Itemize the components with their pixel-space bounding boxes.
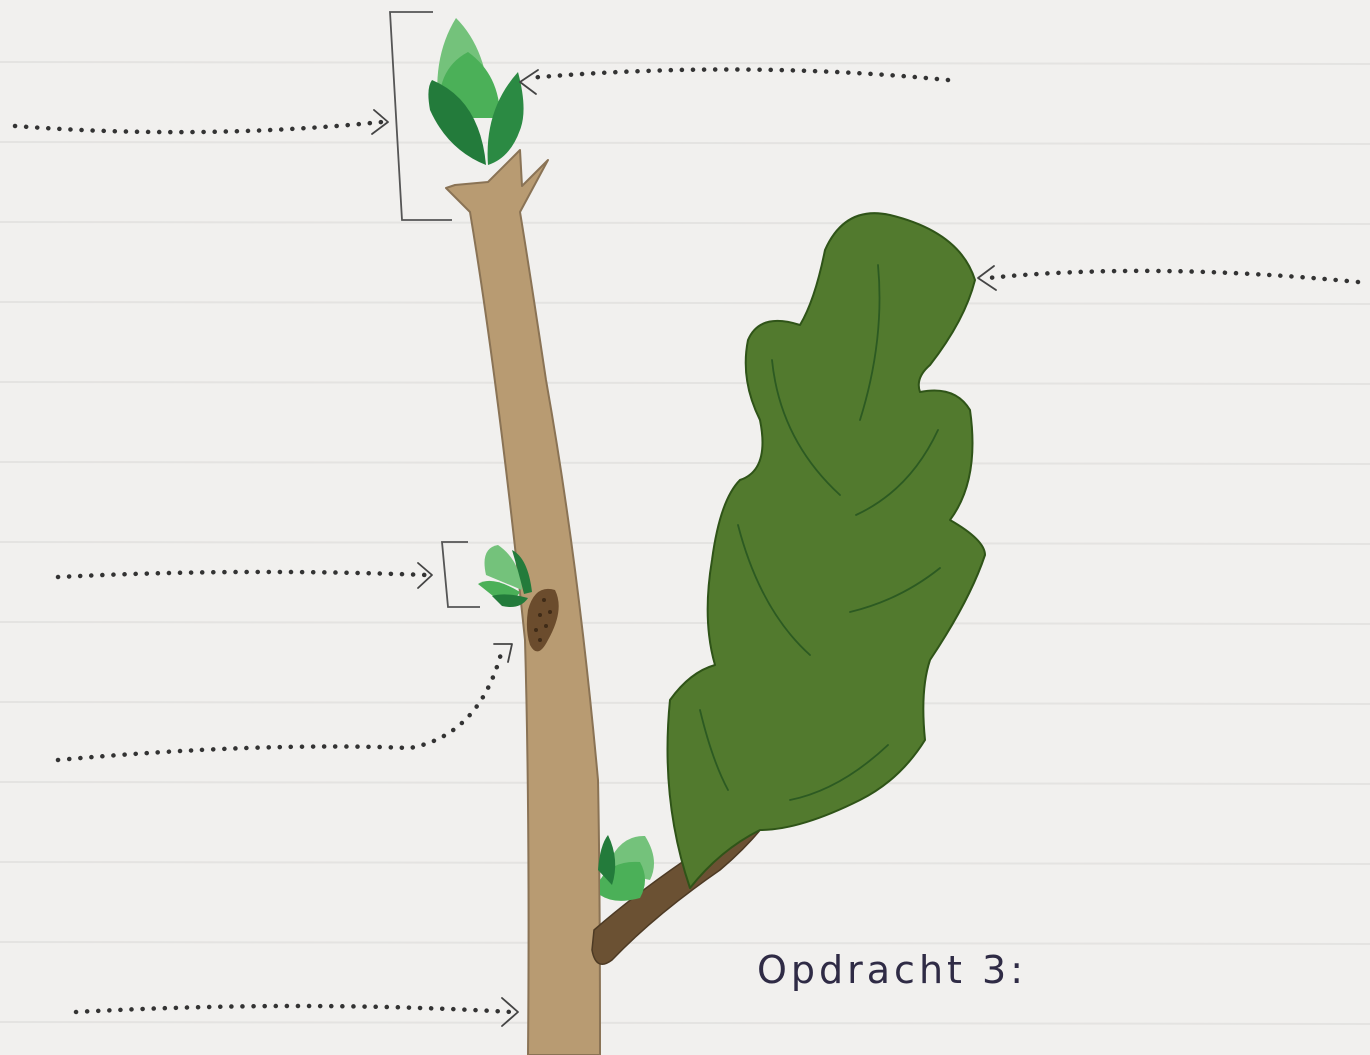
ruled-lines [0,62,1370,1055]
pointer-leaf-scar [58,650,502,760]
ruled-line [0,382,1370,384]
ruled-line [0,1022,1370,1024]
ruled-line [0,942,1370,944]
ruled-line [0,462,1370,464]
ruled-line [0,142,1370,144]
arrowhead-leaf-scar [494,644,512,662]
pointer-bud-scales [15,122,382,132]
pointer-lateral-bud [58,572,426,577]
oak-leaf [668,213,986,888]
lateral-bud-bracket [442,542,480,607]
ruled-line [0,222,1370,224]
worksheet-title: Opdracht 3: [757,948,1027,992]
ruled-line [0,622,1370,624]
ruled-line [0,62,1370,64]
arrowhead-terminal-bud [520,70,538,94]
ruled-line [0,542,1370,544]
pointer-stem [76,1006,512,1012]
pointer-leaf [988,271,1358,282]
ruled-line [0,302,1370,304]
pointer-terminal-bud [528,69,948,80]
